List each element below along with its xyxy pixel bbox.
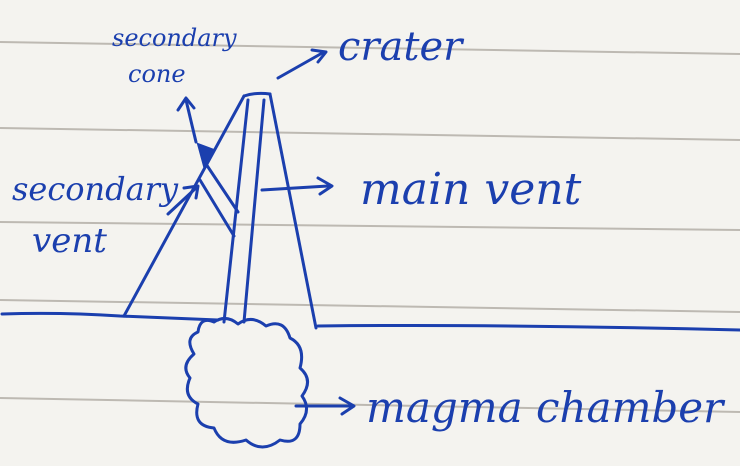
crater-arrow [278,52,324,78]
ground-line-right [318,326,740,331]
ruled-line [0,300,740,312]
magma-chamber-outline [186,318,308,447]
ruled-line [0,222,740,230]
cone-right-side [270,94,316,328]
label-main-vent: main vent [360,164,582,215]
main-vent-arrow [262,186,328,190]
main-vent-right [244,100,264,322]
label-crater: crater [338,24,465,70]
ground-line [2,313,218,320]
secondary-vent-branch-2 [200,180,234,236]
label-secondary-vent-line2: vent [32,221,107,261]
label-secondary-vent-line1: secondary [12,170,179,208]
label-secondary-cone-line1: secondary [112,24,237,52]
crater-rim [244,93,270,96]
secondary-cone-fill [198,144,214,166]
ruled-lines [0,42,740,412]
label-magma-chamber: magma chamber [366,383,726,432]
label-secondary-cone-line2: cone [128,60,186,88]
secondary-vent-branch-1 [206,164,238,212]
ruled-line [0,128,740,140]
